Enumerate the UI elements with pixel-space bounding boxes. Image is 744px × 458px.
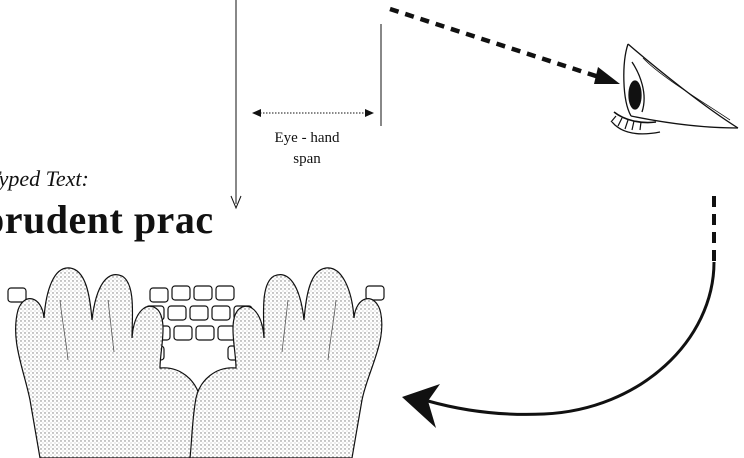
typed-text: prudent prac: [0, 196, 214, 243]
eye-hand-span-label: Eye - hand span: [244, 128, 370, 170]
feedback-curve-arrow: [402, 196, 714, 428]
hands-on-keyboard-icon: [8, 268, 384, 458]
reading-position-line: [231, 0, 241, 208]
span-label-line-2: span: [244, 149, 370, 170]
span-label-line-1: Eye - hand: [244, 128, 370, 149]
span-arrow: [252, 109, 374, 117]
eye-icon: [611, 44, 738, 134]
gaze-dashed-line: [390, 9, 620, 84]
typed-text-caption: Typed Text:: [0, 166, 89, 192]
